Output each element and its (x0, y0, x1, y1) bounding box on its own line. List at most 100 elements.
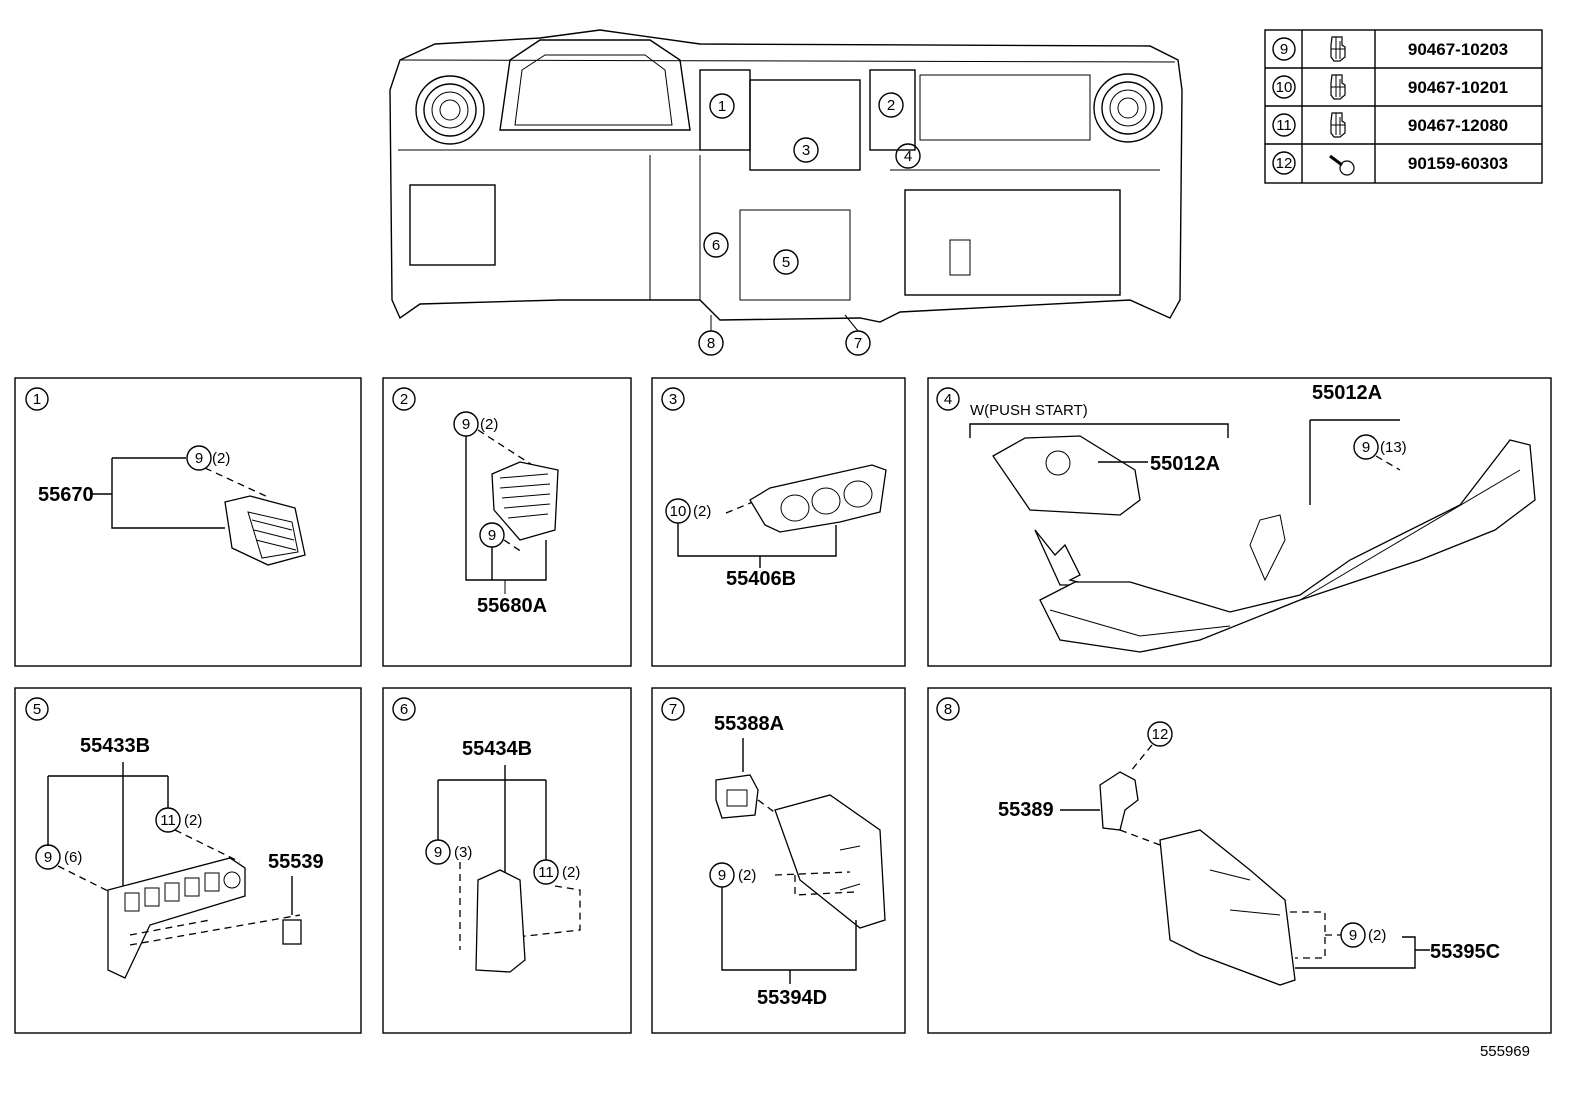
svg-text:8: 8 (707, 335, 715, 352)
svg-text:3: 3 (802, 142, 810, 159)
connector-part (715, 774, 759, 819)
svg-text:3: 3 (669, 391, 677, 408)
svg-text:11: 11 (160, 812, 176, 829)
svg-text:(2): (2) (480, 416, 498, 433)
svg-text:9: 9 (434, 844, 442, 861)
panel-5: 5 55433B 11 (2) 9 (6) 55539 (14, 687, 362, 1034)
svg-text:9: 9 (1362, 439, 1370, 456)
fastener-table: 9 90467-10203 10 90467-10201 11 90467-12… (1264, 29, 1543, 184)
svg-text:55389: 55389 (998, 799, 1054, 821)
right-vent (1093, 73, 1163, 143)
fastener-row-9: 9 90467-10203 (1272, 36, 1508, 62)
svg-text:5: 5 (33, 701, 41, 718)
overview-callout-7: 7 (845, 330, 871, 356)
lower-finish-panel-part (774, 794, 886, 929)
switch-panel-part (107, 857, 246, 979)
svg-text:11: 11 (1276, 117, 1292, 134)
svg-text:10: 10 (1276, 79, 1293, 96)
svg-text:5: 5 (782, 254, 790, 271)
panel-8: 8 12 55389 9 (2) 55395C (927, 687, 1552, 1034)
svg-text:90467-10203: 90467-10203 (1408, 40, 1508, 59)
clip-icon (1330, 36, 1346, 62)
svg-text:12: 12 (1276, 155, 1293, 172)
svg-text:(6): (6) (64, 849, 82, 866)
svg-text:6: 6 (712, 237, 720, 254)
svg-text:(2): (2) (562, 864, 580, 881)
svg-text:55433B: 55433B (80, 735, 150, 757)
air-vent-part (224, 495, 306, 566)
svg-text:9: 9 (1349, 927, 1357, 944)
svg-text:2: 2 (400, 391, 408, 408)
panel-4: 4 W(PUSH START) 55012A 55012A 9 (13) (927, 377, 1552, 667)
side-trim-part (475, 869, 526, 973)
svg-text:9: 9 (462, 416, 470, 433)
svg-text:9: 9 (488, 527, 496, 544)
svg-text:55539: 55539 (268, 851, 324, 873)
panel-1: 1 55670 9 (2) (14, 377, 362, 667)
arrow-icon (1034, 529, 1091, 586)
switch-blank-part (282, 919, 302, 945)
fastener-row-10: 10 90467-10201 (1272, 74, 1508, 100)
panel-3: 3 10 (2) 55406B (651, 377, 906, 667)
svg-text:(3): (3) (454, 844, 472, 861)
svg-text:(2): (2) (693, 503, 711, 520)
clip-icon (1330, 74, 1346, 100)
dashboard-overview (389, 29, 1183, 323)
svg-text:1: 1 (33, 391, 41, 408)
svg-text:1: 1 (718, 98, 726, 115)
svg-text:4: 4 (904, 148, 912, 165)
svg-text:(2): (2) (1368, 927, 1386, 944)
svg-text:7: 7 (669, 701, 677, 718)
svg-text:(2): (2) (738, 867, 756, 884)
svg-text:(2): (2) (184, 812, 202, 829)
bracket-part (1099, 771, 1139, 831)
side-vent-part (491, 461, 559, 541)
svg-text:12: 12 (1152, 726, 1169, 743)
svg-text:4: 4 (944, 391, 952, 408)
overview-callout-5: 5 (773, 249, 799, 275)
svg-text:W(PUSH START): W(PUSH START) (970, 402, 1088, 419)
fastener-row-11: 11 90467-12080 (1272, 112, 1508, 138)
svg-text:55434B: 55434B (462, 738, 532, 760)
svg-text:9: 9 (44, 849, 52, 866)
svg-text:8: 8 (944, 701, 952, 718)
clip-icon (1330, 112, 1346, 138)
overview-callouts: 1 2 3 4 5 6 7 8 (698, 92, 921, 356)
svg-text:2: 2 (887, 97, 895, 114)
svg-text:55394D: 55394D (757, 987, 827, 1009)
diagram-id: 555969 (1480, 1043, 1530, 1060)
push-start-bezel-part (992, 435, 1141, 516)
svg-text:55406B: 55406B (726, 568, 796, 590)
svg-text:55670: 55670 (38, 484, 94, 506)
ac-control-bezel-part (749, 464, 887, 533)
panel-7: 7 55388A 9 (2) 55394D (651, 687, 906, 1034)
overview-callout-2: 2 (878, 92, 904, 118)
svg-text:11: 11 (538, 864, 554, 881)
svg-text:90467-12080: 90467-12080 (1408, 116, 1508, 135)
svg-text:90467-10201: 90467-10201 (1408, 78, 1508, 97)
overview-callout-3: 3 (793, 137, 819, 163)
screw-icon (1329, 154, 1355, 176)
fastener-row-12: 12 90159-60303 (1272, 151, 1508, 176)
svg-text:(13): (13) (1380, 439, 1407, 456)
panel-6: 6 55434B 9 (3) 11 (2) (382, 687, 632, 1034)
svg-text:55395C: 55395C (1430, 941, 1500, 963)
overview-callout-6: 6 (703, 232, 729, 258)
svg-text:9: 9 (718, 867, 726, 884)
svg-text:7: 7 (854, 335, 862, 352)
svg-text:9: 9 (195, 450, 203, 467)
svg-text:55388A: 55388A (714, 713, 784, 735)
svg-text:9: 9 (1280, 41, 1288, 58)
svg-text:55012A: 55012A (1312, 382, 1382, 404)
svg-text:6: 6 (400, 701, 408, 718)
overview-callout-1: 1 (709, 93, 735, 119)
overview-callout-4: 4 (895, 143, 921, 169)
overview-callout-8: 8 (698, 330, 724, 356)
svg-text:10: 10 (670, 503, 687, 520)
svg-text:90159-60303: 90159-60303 (1408, 154, 1508, 173)
lower-instrument-panel-part (1039, 439, 1536, 653)
knee-panel-part (1159, 829, 1296, 986)
svg-text:55012A: 55012A (1150, 453, 1220, 475)
svg-text:55680A: 55680A (477, 595, 547, 617)
